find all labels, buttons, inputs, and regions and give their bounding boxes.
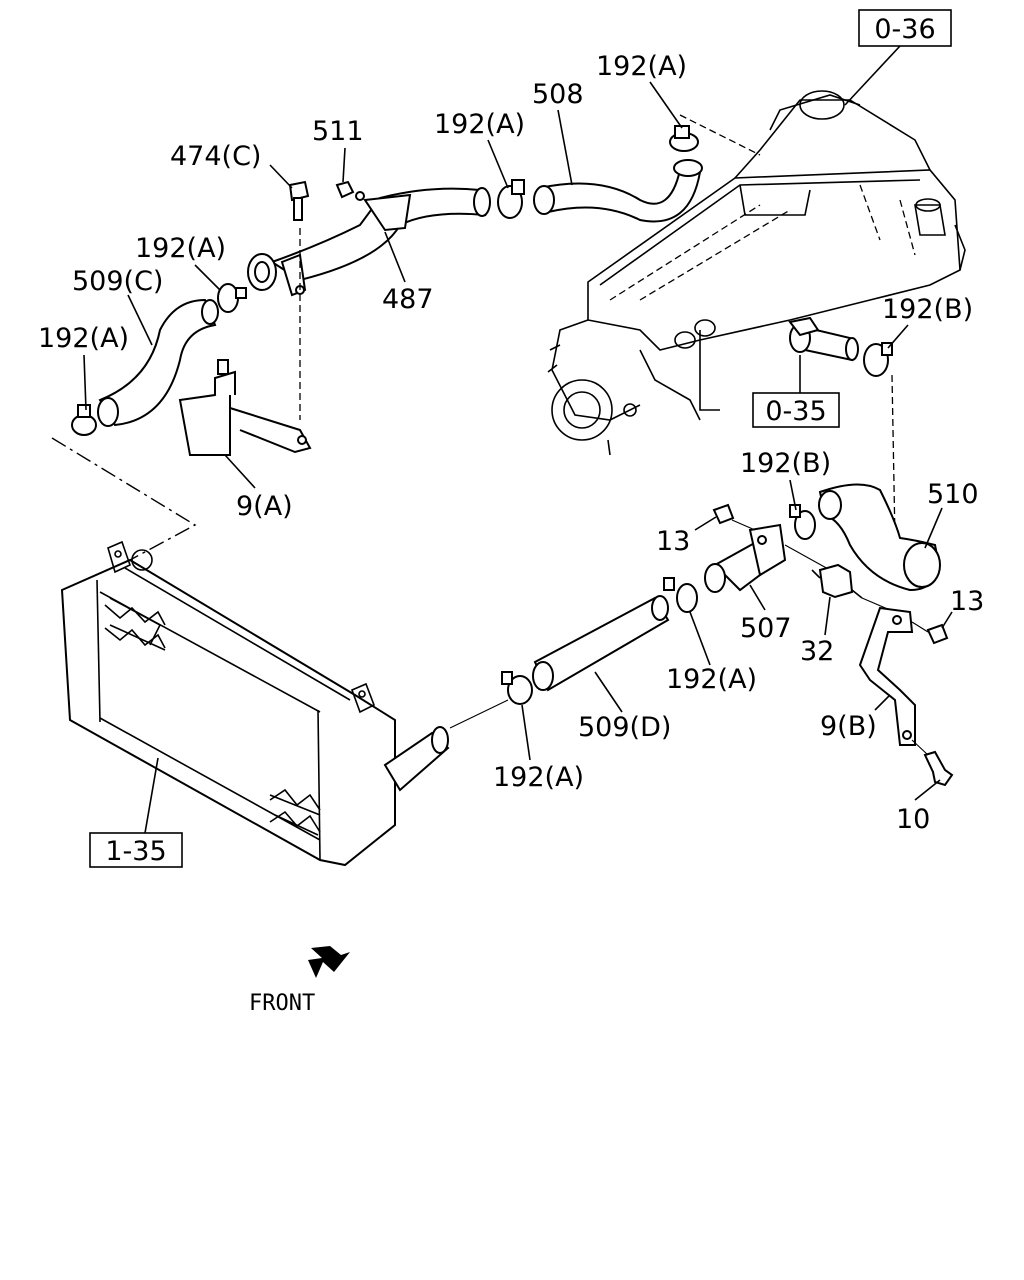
label-192a-507: 192(A) (666, 664, 757, 695)
mount-32 (811, 563, 863, 599)
label-192a-far: 192(A) (38, 323, 129, 354)
label-192b-center: 192(B) (740, 448, 831, 479)
label-192a-left: 192(A) (135, 233, 226, 264)
label-487: 487 (382, 284, 434, 315)
ref-box-1-35: 1-35 (89, 757, 183, 868)
clamp-192a-top (669, 125, 699, 152)
clamp-192a-far (71, 404, 97, 436)
clamp-192a-left (217, 283, 247, 313)
clamp-192b-right (863, 342, 893, 377)
nut-511 (335, 180, 365, 201)
engine-block (547, 90, 966, 456)
label-511: 511 (312, 116, 364, 147)
label-509c: 509(C) (72, 266, 163, 297)
clamp-192a-507 (663, 577, 698, 613)
hose-509d (532, 595, 670, 692)
label-507: 507 (740, 613, 792, 644)
bracket-9a (178, 359, 312, 456)
label-474c: 474(C) (170, 141, 261, 172)
bolt-10 (923, 750, 954, 787)
label-508: 508 (532, 79, 584, 110)
pipe-487 (247, 187, 491, 297)
leader-lines (83, 81, 953, 801)
label-192a-bottom: 192(A) (493, 762, 584, 793)
bolt-474c (288, 180, 310, 221)
label-9a: 9(A) (236, 491, 293, 522)
label-192a-mid: 192(A) (434, 109, 525, 140)
hose-509c (97, 298, 219, 427)
clamp-192a-bottom (501, 671, 533, 705)
front-arrow-icon (308, 946, 350, 978)
ref-0-35: 0-35 (765, 396, 826, 427)
hose-508 (533, 159, 703, 223)
ref-0-36: 0-36 (874, 14, 935, 45)
label-509d: 509(D) (578, 712, 671, 743)
label-510: 510 (927, 479, 979, 510)
pipe-507 (704, 523, 787, 593)
hose-510 (818, 483, 941, 592)
nut-13-right (926, 623, 949, 645)
label-192b-right: 192(B) (882, 294, 973, 325)
label-9b: 9(B) (820, 711, 877, 742)
ref-box-0-36: 0-36 (844, 9, 952, 106)
label-192a-top: 192(A) (596, 51, 687, 82)
outlet-pipe-0-35 (788, 316, 859, 362)
bracket-9b (858, 606, 916, 746)
intercooler (60, 540, 450, 867)
part-labels: 192(A) 508 192(A) 511 474(C) 192(A) 509(… (38, 51, 984, 835)
label-10: 10 (896, 804, 930, 835)
label-32: 32 (800, 636, 834, 667)
label-13-right: 13 (950, 586, 984, 617)
nut-13-left (712, 503, 735, 525)
front-label: FRONT (249, 991, 315, 1016)
clamp-192b-center (789, 504, 816, 540)
ref-1-35: 1-35 (105, 836, 166, 867)
clamp-192a-mid (497, 179, 525, 219)
ref-box-0-35: 0-35 (752, 355, 840, 428)
label-13-left: 13 (656, 526, 690, 557)
